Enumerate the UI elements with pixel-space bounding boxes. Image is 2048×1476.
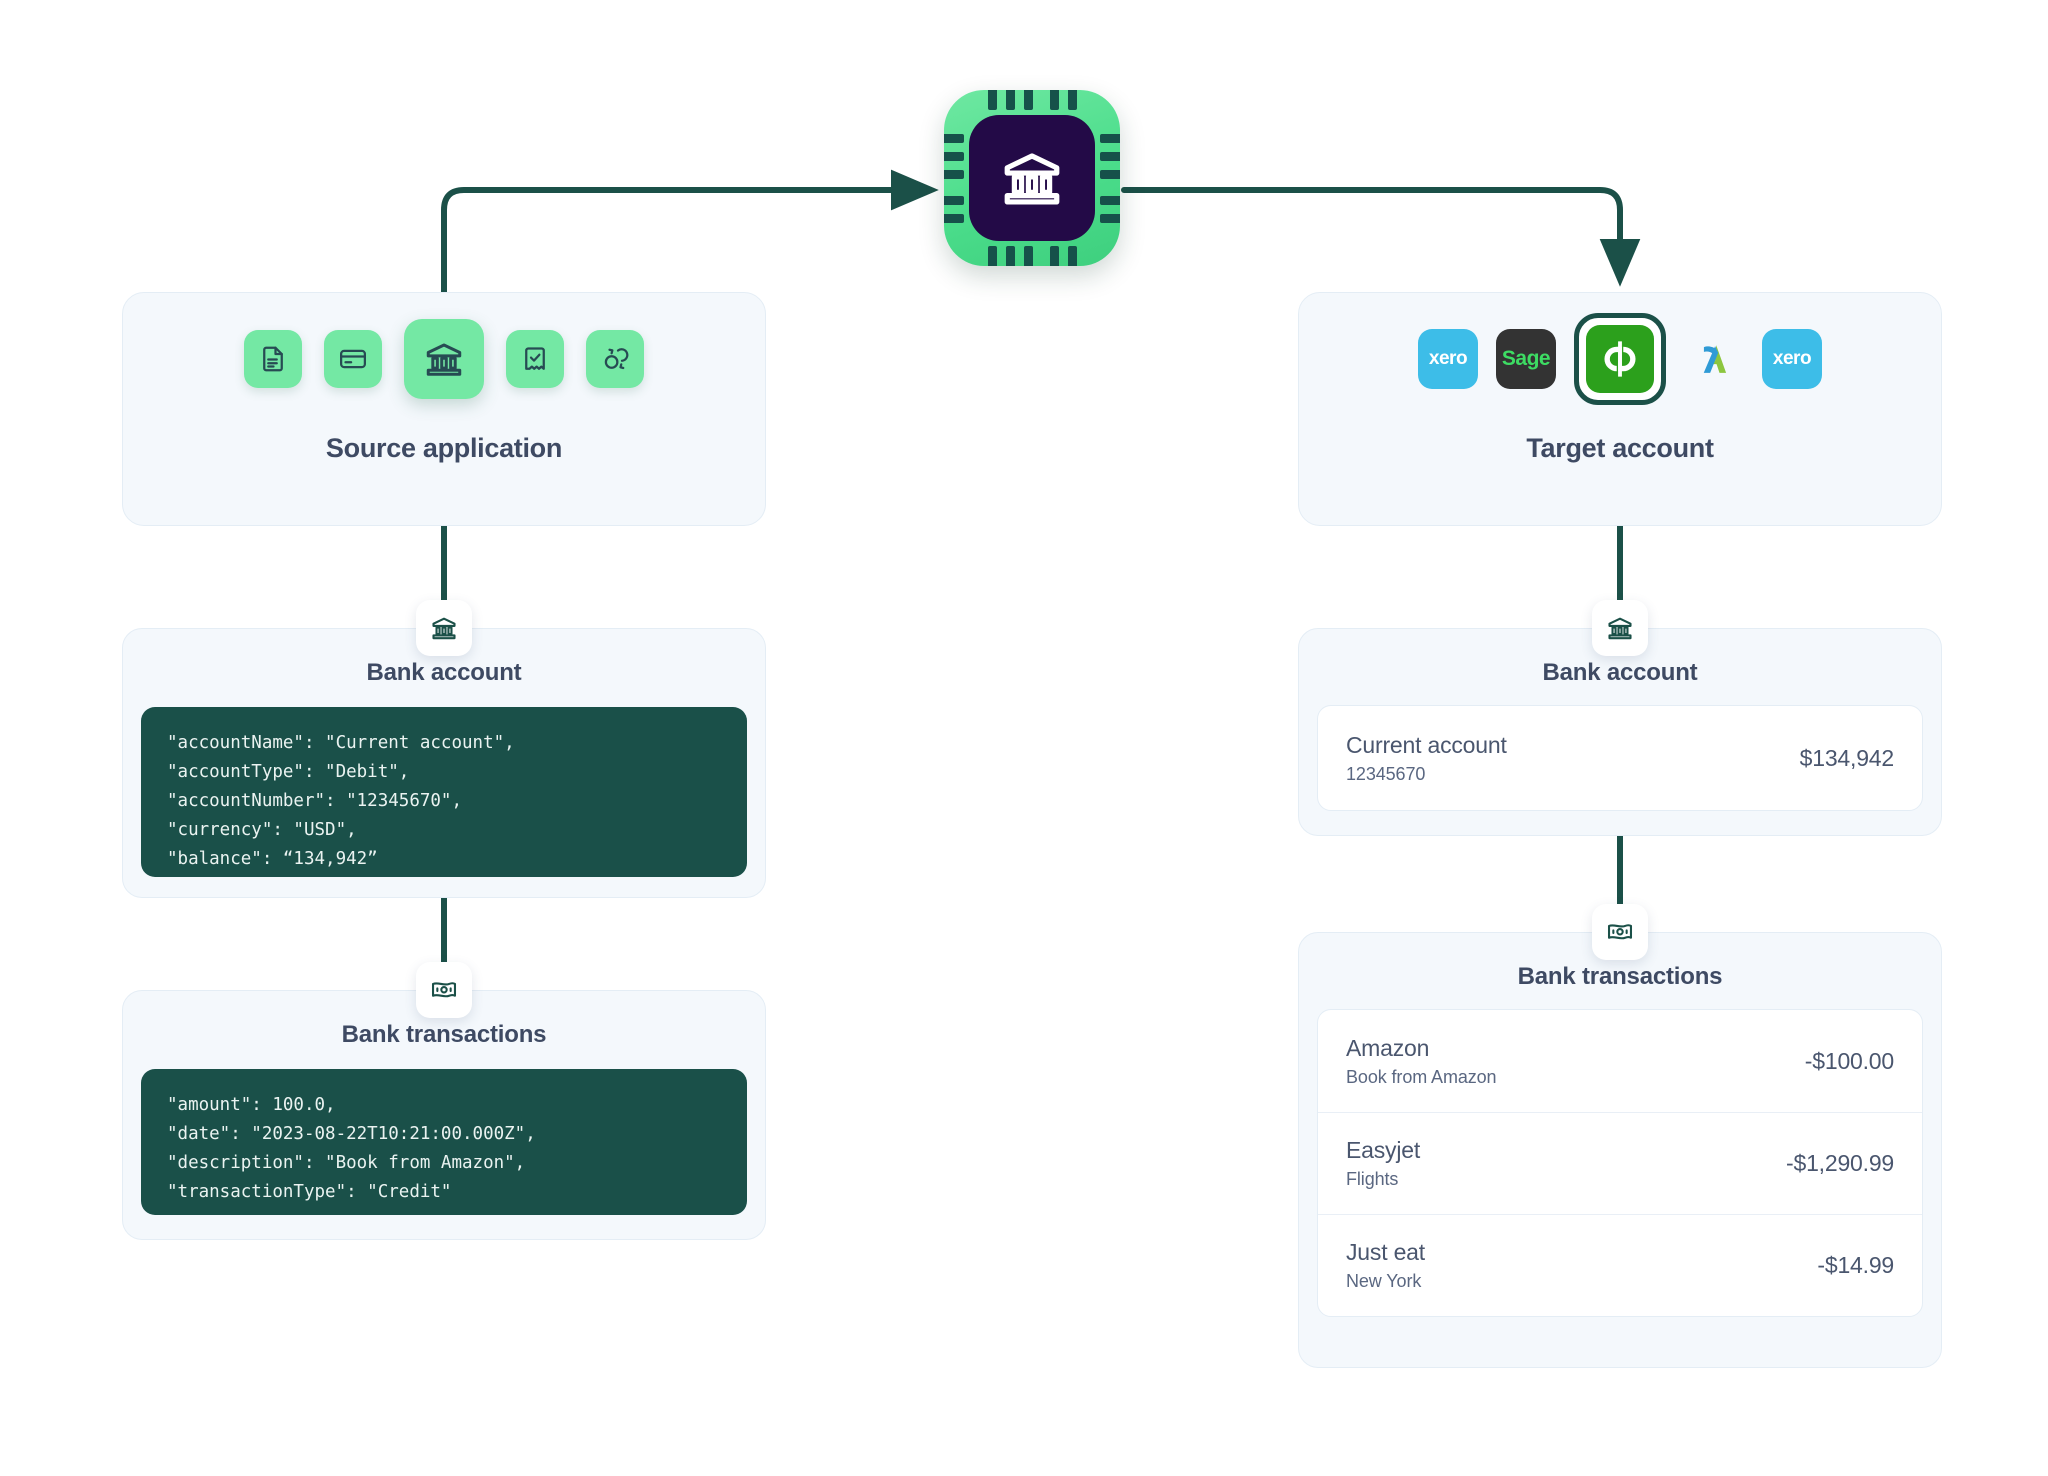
transaction-detail: Flights [1346,1169,1399,1189]
bank-transactions-badge-right [1592,904,1648,960]
xero-logo[interactable]: xero [1418,329,1478,389]
target-panel-title: Target account [1526,433,1714,463]
target-bank-account-title: Bank account [1542,659,1698,686]
transaction-info: Easyjet Flights [1346,1137,1420,1190]
bank-account-badge-left [416,600,472,656]
account-balance: $134,942 [1799,744,1895,771]
chip-core [969,115,1095,241]
source-bank-account-code: "accountName": "Current account", "accou… [141,707,747,877]
quickbooks-logo[interactable] [1574,313,1666,405]
banknote-icon [1607,924,1633,940]
transaction-info: Amazon Book from Amazon [1346,1034,1497,1088]
transaction-info: Just eat New York [1346,1239,1425,1292]
target-account-listcard: Current account 12345670 $134,942 [1317,705,1923,811]
target-account-panel: xero Sage [1298,292,1942,526]
account-info: Current account 12345670 [1346,732,1507,785]
source-bank-account-card: Bank account "accountName": "Current acc… [122,628,766,898]
source-icon-row [123,303,765,415]
source-bank-transactions-code: "amount": 100.0, "date": "2023-08-22T10:… [141,1069,747,1215]
table-row[interactable]: Amazon Book from Amazon -$100.00 [1318,1010,1922,1112]
bank-account-badge-right [1592,600,1648,656]
target-bank-transactions-card: Bank transactions Amazon Book from Amazo… [1298,932,1942,1368]
receipt-check-icon[interactable] [506,330,564,388]
account-number: 12345670 [1346,763,1426,784]
transaction-amount: -$1,290.99 [1786,1150,1894,1176]
sync-transfer-icon[interactable] [586,330,644,388]
table-row[interactable]: Just eat New York -$14.99 [1318,1214,1922,1316]
banknote-icon [431,982,457,998]
table-row[interactable]: Easyjet Flights -$1,290.99 [1318,1112,1922,1214]
bank-icon[interactable] [404,319,484,399]
transaction-merchant: Just eat [1346,1239,1425,1265]
sage-wordmark: Sage [1501,347,1551,370]
xero-logo[interactable]: xero [1762,329,1822,389]
xero-wordmark: xero [1428,348,1468,369]
transaction-detail: New York [1346,1271,1422,1291]
transaction-amount: -$100.00 [1804,1047,1894,1074]
target-bank-account-card: Bank account Current account 12345670 $1… [1298,628,1942,836]
transaction-detail: Book from Amazon [1346,1066,1497,1087]
account-name: Current account [1346,731,1507,758]
quickbooks-tile [1586,325,1654,393]
target-bank-transactions-title: Bank transactions [1517,963,1723,990]
bank-icon [432,617,456,640]
freeagent-logo[interactable] [1684,329,1744,389]
transactions-listcard: Amazon Book from Amazon -$100.00 Easyjet… [1317,1009,1923,1317]
source-bank-account-title: Bank account [366,659,522,686]
account-row[interactable]: Current account 12345670 $134,942 [1318,706,1922,810]
chip-pins [944,90,1120,266]
transaction-merchant: Easyjet [1346,1137,1421,1163]
source-bank-transactions-title: Bank transactions [341,1021,547,1048]
transaction-amount: -$14.99 [1817,1252,1894,1278]
bank-transactions-badge-left [416,962,472,1018]
credit-card-icon[interactable] [324,330,382,388]
source-panel-title: Source application [325,433,563,463]
bank-icon [1608,617,1632,640]
target-logo-row: xero Sage [1299,303,1941,415]
sage-logo[interactable]: Sage [1496,329,1556,389]
qb-wordmark [1604,341,1636,377]
xero-wordmark: xero [1772,348,1812,369]
bank-chip-icon [944,90,1120,266]
source-bank-transactions-card: Bank transactions "amount": 100.0, "date… [122,990,766,1240]
document-icon[interactable] [244,330,302,388]
transaction-merchant: Amazon [1346,1034,1430,1061]
bank-icon [1004,153,1060,205]
source-application-panel: Source application [122,292,766,526]
